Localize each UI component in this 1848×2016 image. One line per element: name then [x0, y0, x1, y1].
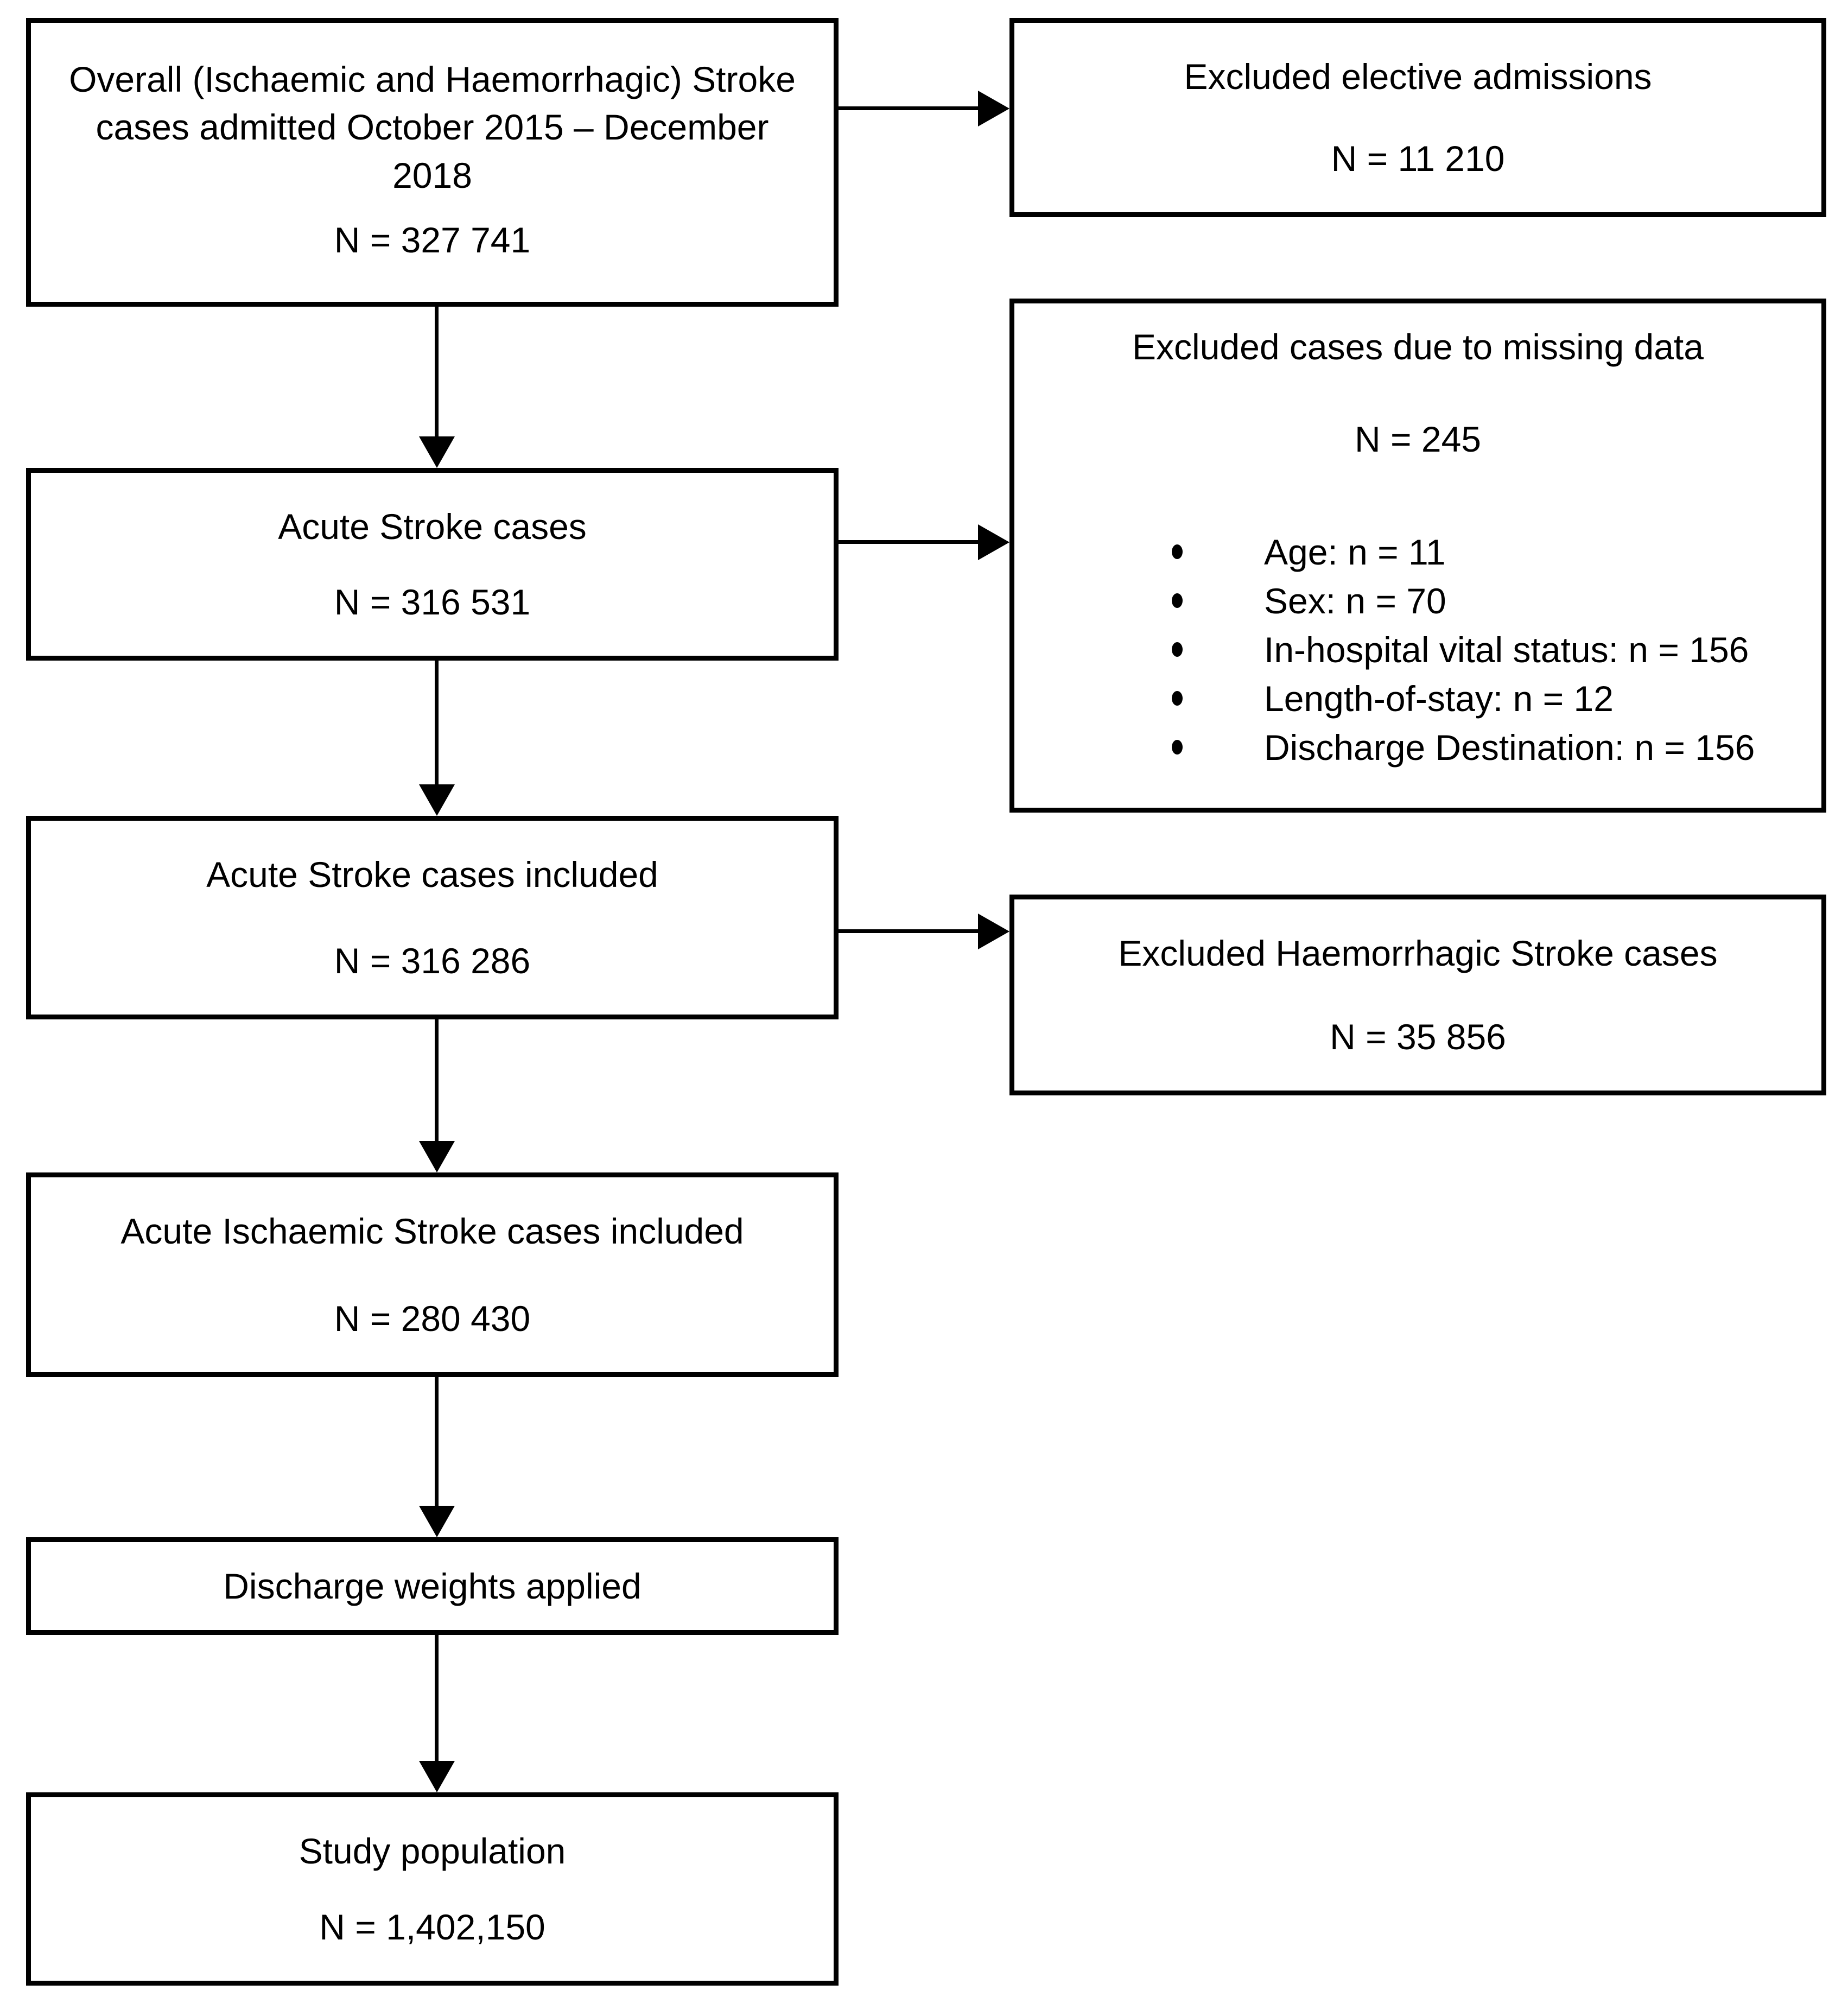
box-n-value: N = 316 531: [334, 581, 531, 622]
right-arrow-shaft-3: [839, 929, 978, 933]
box-n-value: N = 245: [1355, 419, 1481, 460]
list-item: Age: n = 11: [1172, 528, 1755, 576]
exclusion-box-haemorrhagic-stroke-cases: Excluded Haemorrhagic Stroke cases N = 3…: [1009, 895, 1826, 1095]
box-n-value: N = 35 856: [1330, 1016, 1506, 1057]
box-label: Overall (Ischaemic and Haemorrhagic) Str…: [69, 59, 796, 195]
flow-box-overall-stroke-cases: Overall (Ischaemic and Haemorrhagic) Str…: [26, 18, 839, 307]
bullet-dot-icon: [1172, 544, 1183, 560]
list-item-label: Discharge Destination: n = 156: [1264, 727, 1755, 768]
down-arrow-shaft-2: [435, 661, 439, 784]
box-n-value: N = 11 210: [1331, 138, 1505, 179]
box-n-value: N = 280 430: [334, 1298, 531, 1339]
list-item-label: In-hospital vital status: n = 156: [1264, 629, 1749, 670]
box-label: Excluded elective admissions: [1184, 56, 1652, 97]
box-label: Acute Stroke cases included: [206, 854, 658, 895]
right-arrow-shaft-1: [839, 106, 978, 110]
down-arrow-shaft-3: [435, 1019, 439, 1141]
box-n-value: N = 316 286: [334, 940, 531, 981]
bullet-dot-icon: [1172, 593, 1183, 608]
list-item: In-hospital vital status: n = 156: [1172, 625, 1755, 674]
exclusion-box-elective-admissions: Excluded elective admissions N = 11 210: [1009, 18, 1826, 217]
flow-box-acute-stroke-cases: Acute Stroke cases N = 316 531: [26, 468, 839, 661]
bullet-dot-icon: [1172, 740, 1183, 755]
down-arrow-icon-3: [419, 1141, 455, 1172]
right-arrow-icon-1: [978, 91, 1009, 126]
list-item-label: Sex: n = 70: [1264, 580, 1446, 621]
down-arrow-icon-2: [419, 784, 455, 816]
missing-data-list: Age: n = 11 Sex: n = 70 In-hospital vita…: [1172, 528, 1755, 772]
flow-box-acute-stroke-cases-included: Acute Stroke cases included N = 316 286: [26, 816, 839, 1019]
list-item-label: Length-of-stay: n = 12: [1264, 678, 1614, 719]
bullet-dot-icon: [1172, 691, 1183, 706]
flow-box-study-population: Study population N = 1,402,150: [26, 1792, 839, 1986]
flow-box-discharge-weights-applied: Discharge weights applied: [26, 1537, 839, 1635]
down-arrow-shaft-4: [435, 1377, 439, 1506]
box-label: Acute Stroke cases: [278, 506, 587, 547]
exclusion-box-missing-data: Excluded cases due to missing data N = 2…: [1009, 299, 1826, 813]
list-item: Discharge Destination: n = 156: [1172, 723, 1755, 772]
down-arrow-icon-1: [419, 436, 455, 468]
list-item-label: Age: n = 11: [1264, 531, 1446, 572]
right-arrow-icon-3: [978, 914, 1009, 949]
flow-box-acute-ischaemic-stroke-cases-included: Acute Ischaemic Stroke cases included N …: [26, 1172, 839, 1377]
box-label: Acute Ischaemic Stroke cases included: [120, 1211, 744, 1251]
down-arrow-shaft-5: [435, 1635, 439, 1761]
box-label: Excluded cases due to missing data: [1132, 327, 1704, 367]
box-label: Discharge weights applied: [223, 1565, 642, 1606]
list-item: Length-of-stay: n = 12: [1172, 674, 1755, 723]
box-label: Excluded Haemorrhagic Stroke cases: [1118, 933, 1718, 973]
box-n-value: N = 1,402,150: [319, 1906, 545, 1947]
down-arrow-icon-5: [419, 1761, 455, 1792]
down-arrow-icon-4: [419, 1506, 455, 1537]
list-item: Sex: n = 70: [1172, 576, 1755, 625]
down-arrow-shaft-1: [435, 307, 439, 436]
right-arrow-shaft-2: [839, 540, 978, 544]
box-n-value: N = 327 741: [334, 219, 531, 260]
bullet-dot-icon: [1172, 642, 1183, 657]
box-label: Study population: [299, 1831, 566, 1871]
right-arrow-icon-2: [978, 524, 1009, 560]
